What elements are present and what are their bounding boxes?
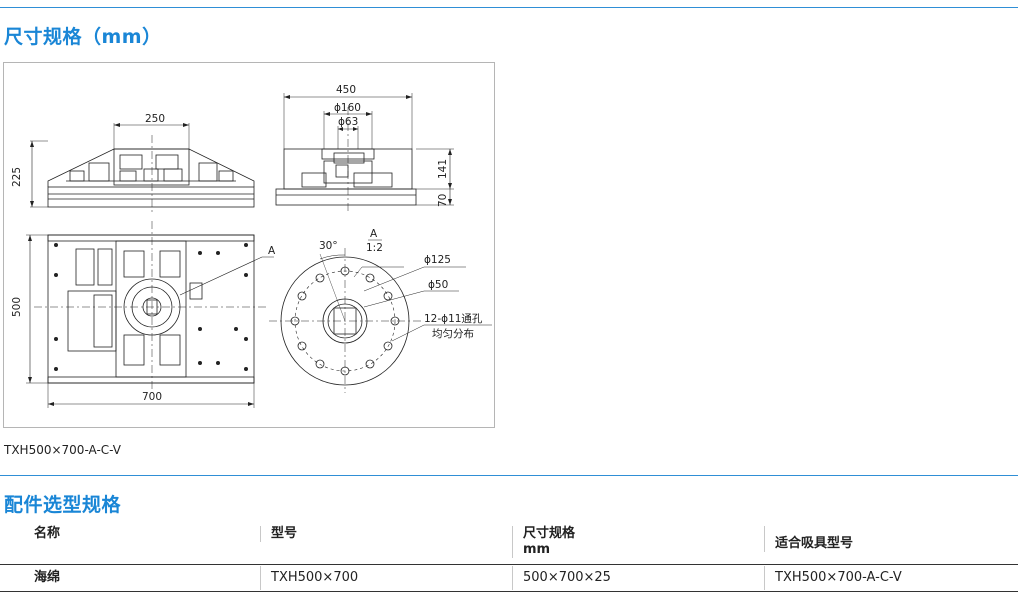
header-compatible-model: 适合吸具型号: [764, 522, 1018, 565]
dim-70-label: 70: [437, 194, 449, 207]
dim-450-label: 450: [336, 84, 356, 96]
header-name: 名称: [0, 522, 260, 565]
dim-700-label: 700: [142, 391, 162, 403]
header-size-unit: mm: [523, 542, 551, 557]
detail-a-view: [269, 239, 492, 393]
dim-225-label: 225: [11, 167, 23, 187]
dim-141-label: 141: [437, 159, 449, 179]
technical-drawing-frame: 250 225 450 ϕ160 ϕ63 141 70 500 700 A A …: [3, 62, 495, 428]
detail-holes-label: 12-ϕ11通孔: [424, 312, 483, 325]
detail-d125-label: ϕ125: [424, 254, 451, 266]
dimensions-section-title: 尺寸规格（mm）: [4, 26, 162, 48]
front-elevation-view: [30, 123, 255, 215]
technical-drawing: 250 225 450 ϕ160 ϕ63 141 70 500 700 A A …: [11, 84, 492, 408]
header-model: 型号: [260, 522, 512, 565]
detail-d50-label: ϕ50: [428, 279, 448, 291]
middle-rule: [0, 475, 1018, 476]
dim-d160-label: ϕ160: [334, 102, 361, 114]
side-elevation-view: [275, 93, 454, 213]
detail-angle-label: 30°: [319, 240, 338, 252]
plan-view: [26, 221, 274, 408]
detail-a-label: A: [370, 228, 378, 240]
model-caption: TXH500×700-A-C-V: [4, 443, 121, 457]
dim-500-label: 500: [11, 297, 23, 317]
table-row: 海绵 TXH500×700 500×700×25 TXH500×700-A-C-…: [0, 564, 1018, 592]
cell-name: 海绵: [0, 564, 260, 592]
dim-d63-label: ϕ63: [338, 116, 358, 128]
detail-a-scale: 1:2: [366, 242, 383, 254]
detail-marker-label: A: [268, 245, 276, 257]
accessories-section-title: 配件选型规格: [4, 494, 122, 516]
cell-compatible-model: TXH500×700-A-C-V: [764, 564, 1018, 592]
cell-model: TXH500×700: [260, 564, 512, 592]
cell-size: 500×700×25: [512, 564, 764, 592]
top-rule: [0, 7, 1018, 8]
dim-250-label: 250: [145, 113, 165, 125]
detail-holes-note: 均匀分布: [432, 328, 474, 340]
